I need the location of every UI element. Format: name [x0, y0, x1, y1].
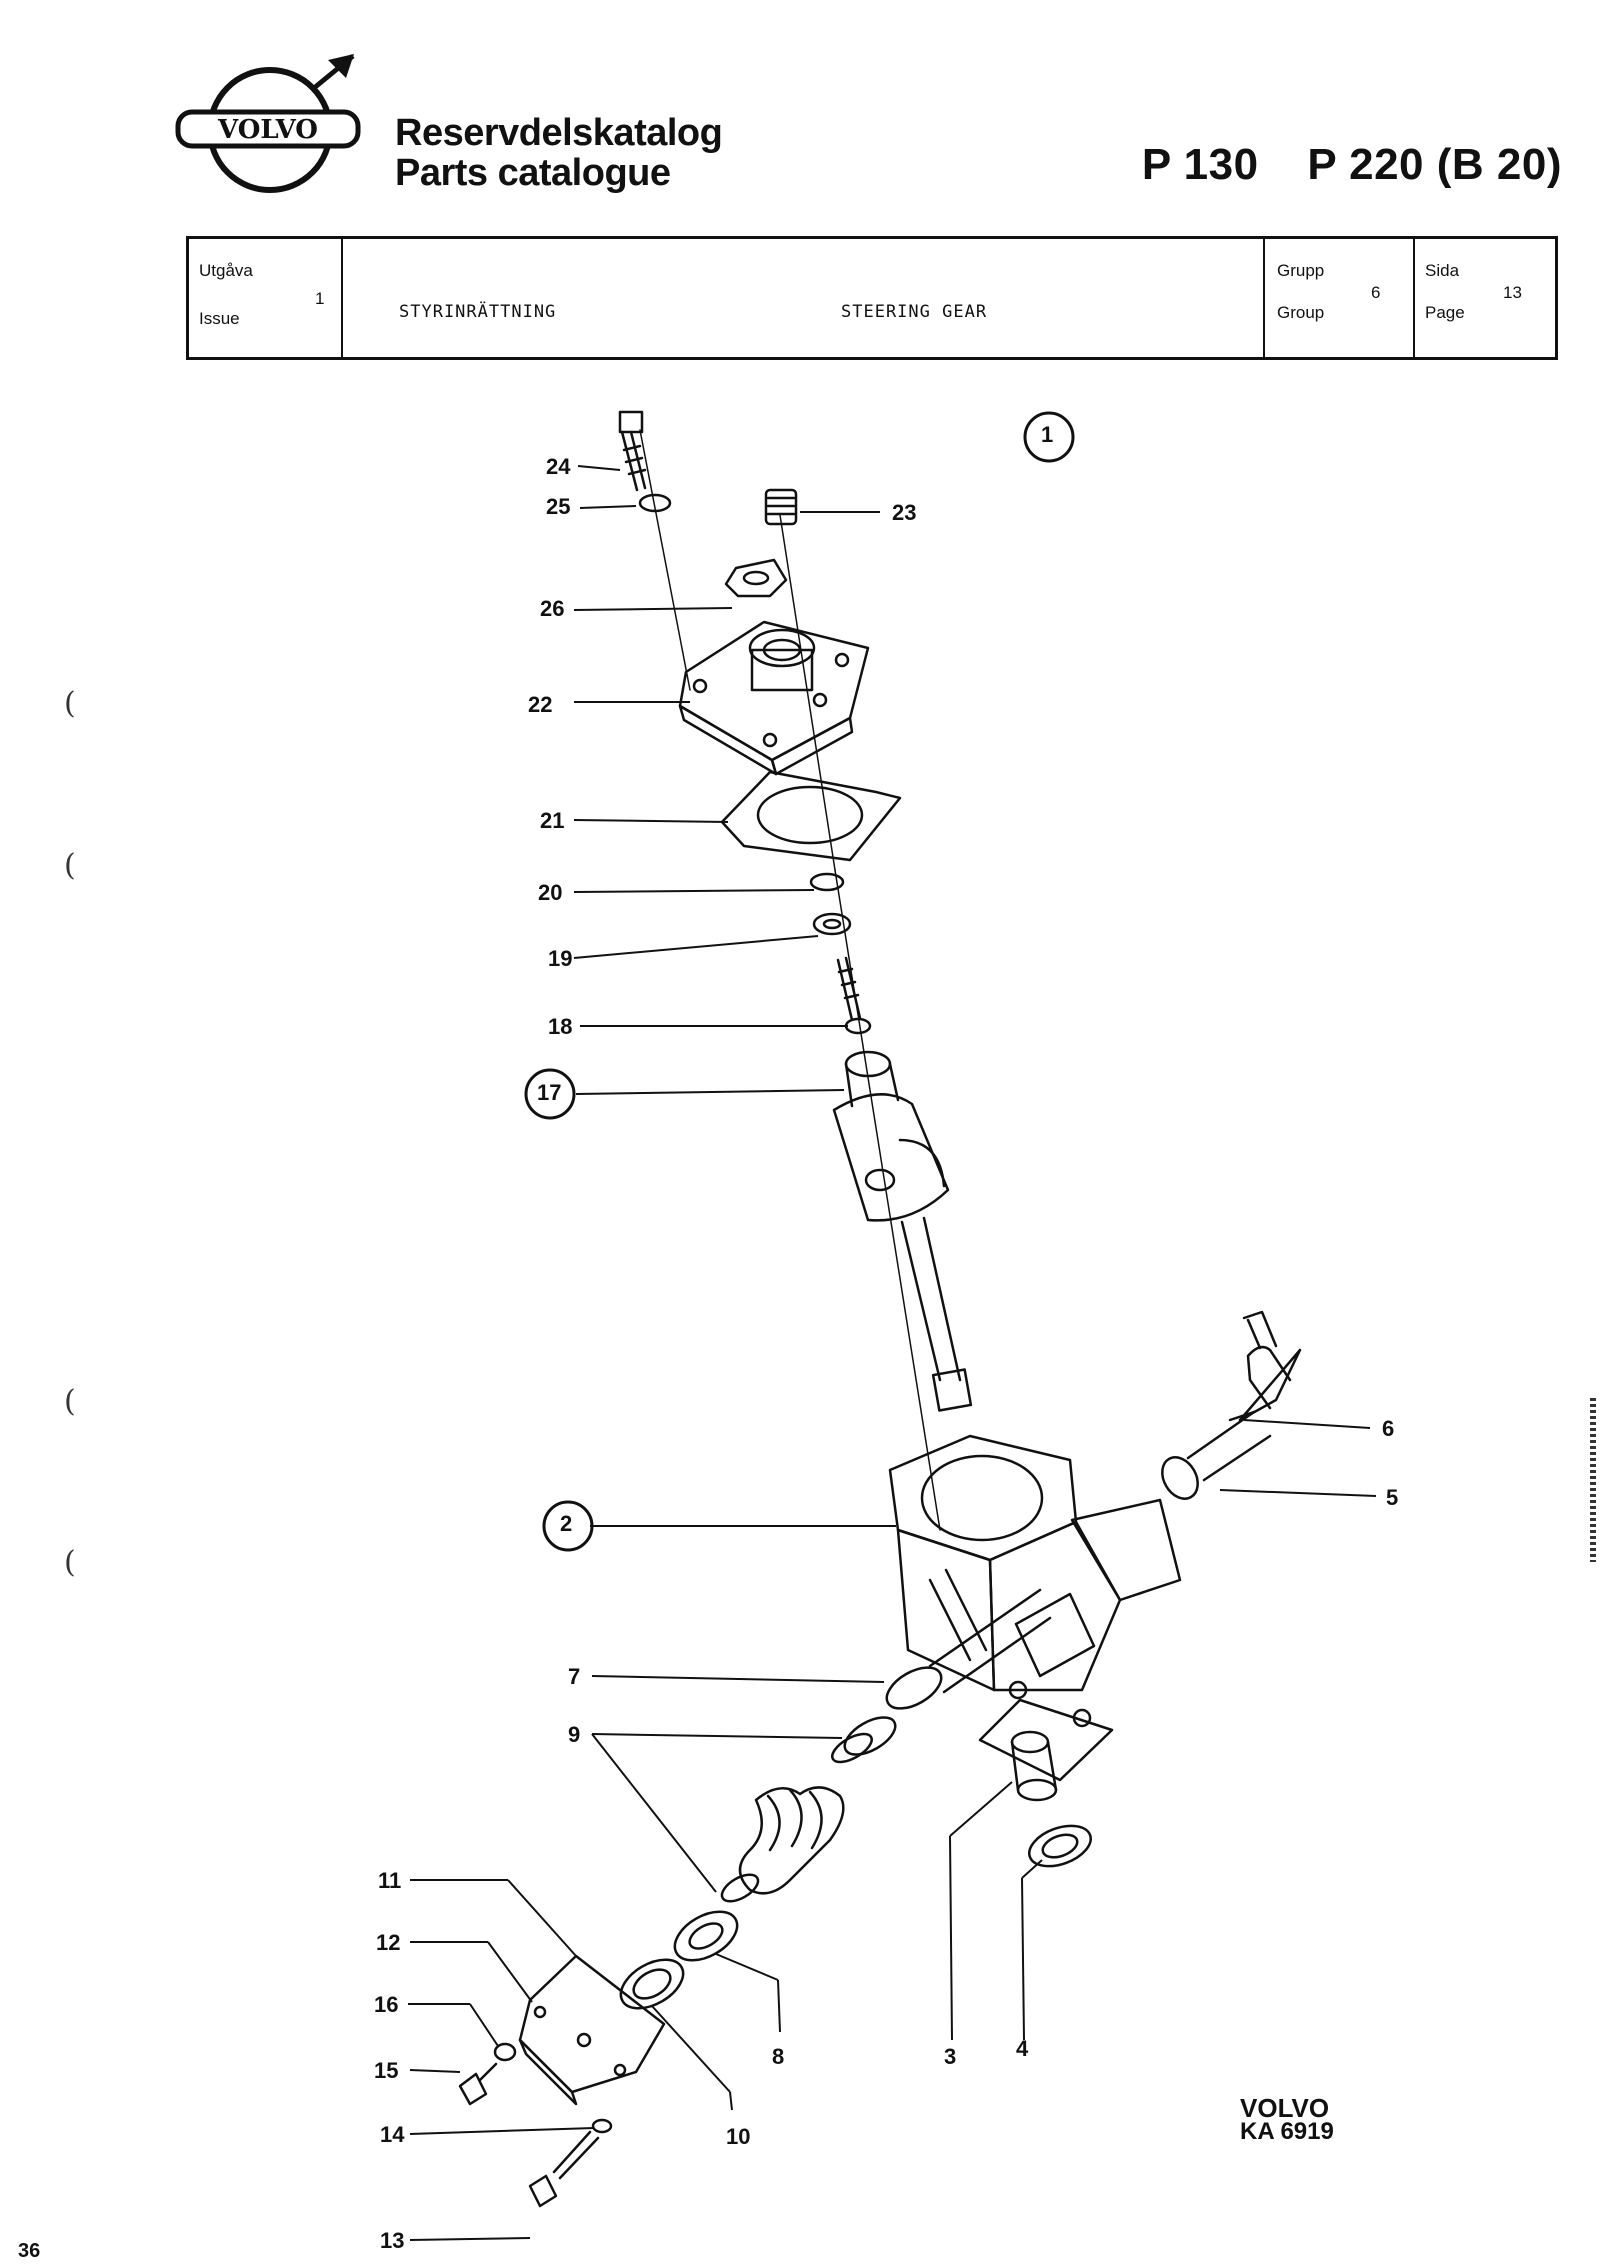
group-label-sv: Grupp	[1277, 261, 1325, 280]
issue-value: 1	[315, 289, 325, 308]
callout-9: 9	[568, 1722, 581, 1747]
part-17-roller-shaft	[832, 1050, 973, 1412]
page-number: 36	[18, 2240, 41, 2262]
callout-23: 23	[892, 500, 917, 525]
callout-4: 4	[1016, 2036, 1029, 2061]
part-2-gear-housing	[888, 1434, 1182, 1782]
part-9-bearings	[720, 1716, 897, 1903]
worm-gear	[738, 1786, 845, 1895]
part-18-adjusting-screw	[836, 956, 872, 1035]
leader-lines	[408, 465, 1377, 2241]
part-8-bearing-cup	[673, 1910, 739, 1962]
drawing-brand: VOLVO	[1240, 2093, 1330, 2123]
part-22-cover	[678, 620, 870, 776]
callout-circles	[524, 411, 1075, 1552]
callout-14: 14	[380, 2122, 405, 2147]
drawing-reference: VOLVO KA 6919	[1240, 2093, 1334, 2145]
callout-15: 15	[374, 2058, 399, 2083]
callout-24: 24	[546, 454, 571, 479]
logo-text: VOLVO	[217, 115, 318, 145]
callout-17: 17	[537, 1080, 562, 1105]
part-7-bearing-race	[885, 1588, 1052, 1710]
part-21-gasket	[720, 770, 902, 862]
callout-6: 6	[1382, 1416, 1395, 1441]
callout-7: 7	[568, 1664, 581, 1689]
page-label-en: Page	[1425, 303, 1465, 322]
callout-5: 5	[1386, 1485, 1399, 1510]
catalogue-title-swedish: Reservdelskatalog	[395, 112, 723, 154]
margin-mark: (	[64, 1384, 76, 1419]
callout-19: 19	[548, 946, 573, 971]
model-p130: P 130	[1141, 140, 1259, 189]
group-label-en: Group	[1277, 303, 1325, 322]
callout-22: 22	[528, 692, 553, 717]
part-10-shim	[619, 1958, 685, 2010]
part-26-nut	[724, 558, 788, 598]
part-20-lock-washer	[809, 872, 845, 892]
drawing-code: KA 6919	[1240, 2118, 1334, 2145]
part-4-seal	[1028, 1824, 1092, 1868]
volvo-logo: VOLVO	[175, 54, 361, 193]
callout-2: 2	[560, 1511, 573, 1536]
print-code-mark	[1590, 1398, 1596, 1562]
description-swedish: STYRINRÄTTNING	[399, 302, 557, 322]
part-3-bushing	[1010, 1730, 1058, 1802]
part-5-6-input-shaft	[1161, 1310, 1302, 1500]
part-19-nut	[812, 912, 852, 936]
part-11-12-end-cover	[518, 1954, 666, 2106]
page-value: 13	[1503, 283, 1522, 302]
part-24-bolt	[618, 410, 647, 492]
model-designations: P 130 P 220 (B 20)	[1106, 140, 1562, 190]
group-value: 6	[1371, 283, 1381, 302]
callout-20: 20	[538, 880, 563, 905]
callout-13: 13	[380, 2228, 405, 2253]
part-15-16-bolt-washer	[458, 2042, 517, 2106]
callout-11: 11	[378, 1868, 402, 1893]
model-p220: P 220 (B 20)	[1307, 140, 1562, 189]
callout-16: 16	[374, 1992, 399, 2017]
page-label-sv: Sida	[1425, 261, 1460, 280]
info-box: Utgåva Issue 1 STYRINRÄTTNING STEERING G…	[186, 236, 1558, 360]
part-25-washer	[638, 493, 672, 513]
callout-26: 26	[540, 596, 565, 621]
callout-12: 12	[376, 1930, 401, 1955]
callout-10: 10	[726, 2124, 751, 2149]
callout-1: 1	[1041, 422, 1054, 447]
callout-8: 8	[772, 2044, 785, 2069]
callout-18: 18	[548, 1014, 573, 1039]
callout-25: 25	[546, 494, 571, 519]
margin-mark: (	[64, 686, 76, 721]
issue-label-sv: Utgåva	[199, 261, 253, 280]
issue-label-en: Issue	[199, 309, 240, 328]
margin-mark: (	[64, 848, 76, 883]
callout-3: 3	[944, 2044, 957, 2069]
part-13-14-bolt-washer	[528, 2118, 613, 2208]
description-english: STEERING GEAR	[841, 302, 988, 322]
callout-21: 21	[540, 808, 565, 833]
margin-mark: (	[64, 1545, 76, 1580]
catalogue-title-english: Parts catalogue	[395, 152, 671, 194]
part-23-plug	[764, 488, 798, 526]
